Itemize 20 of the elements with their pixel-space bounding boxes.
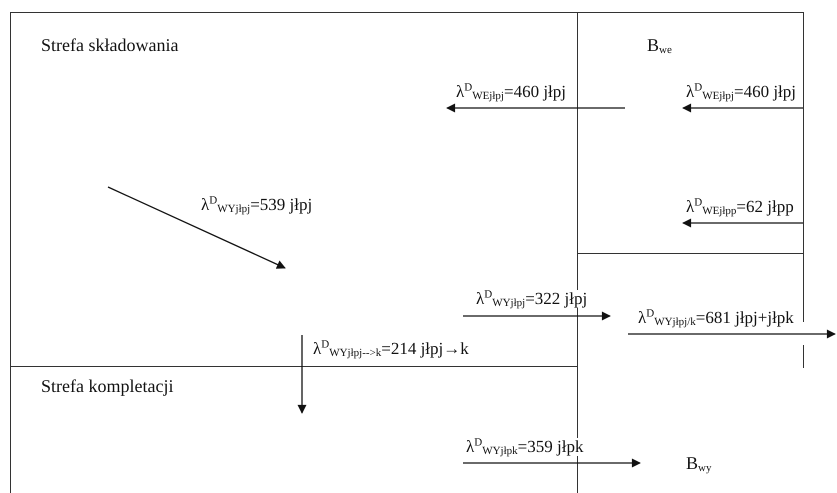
edge-label: λ$^{D}$$_{WYjłpj}$=322 jłpj [475,290,588,308]
arrow [446,104,625,112]
arrow [108,186,286,269]
edge-label: λ$^{D}$$_{WEjłpj}$=460 jłpj [685,83,797,101]
edge-label: λ$^{D}$$_{WYjłpj-->k}$=214 jłpj→k [312,340,470,358]
arrow [463,458,641,468]
edge-label: λ$^{D}$$_{WEjłpj}$=460 jłpj [455,83,567,101]
arrow [298,335,306,414]
edge-label: λ$^{D}$$_{WYjłpk}$=359 jłpk [465,438,584,456]
zone-title: Strefa składowania [41,35,178,56]
edge-label: λ$^{D}$$_{WEjłpp}$=62 jłpp [685,198,795,216]
zone-title: Strefa kompletacji [41,376,174,397]
arrow [682,218,803,228]
arrow [463,312,611,320]
zone-title: B$_{we}$ [647,35,672,56]
arrow [682,104,803,112]
zone-title: B$_{wy}$ [686,453,712,474]
edge-label: λ$^{D}$$_{WYjłpj}$=539 jłpj [200,196,314,214]
edge-label: λ$^{D}$$_{WYjłpj/k}$=681 jłpj+jłpk [637,309,795,327]
arrow [628,330,836,338]
